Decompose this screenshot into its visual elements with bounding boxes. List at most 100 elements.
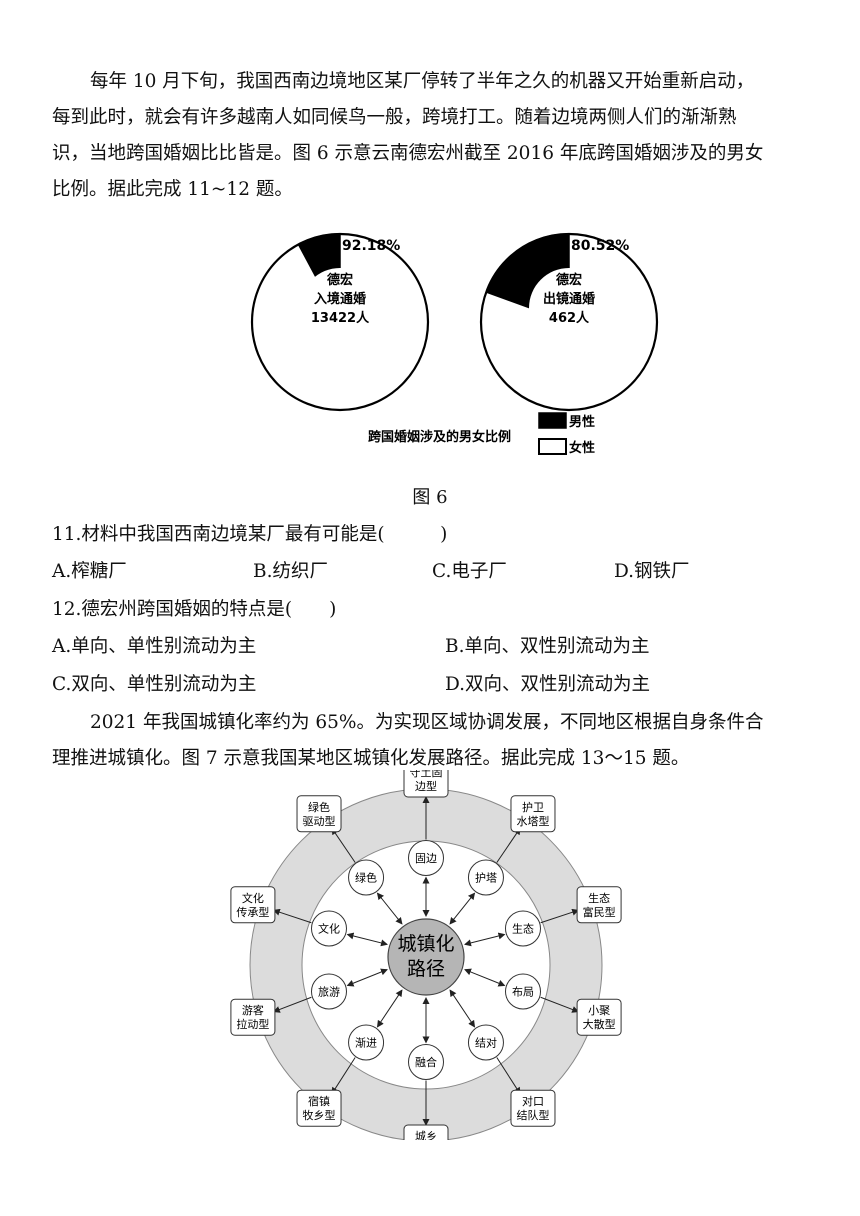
path-node-旅游 — [310, 973, 347, 1010]
q12-option-c: C.双向、单性别流动为主 — [52, 674, 257, 695]
path-node-label: 文化 — [318, 921, 340, 935]
path-node-绿色 — [348, 859, 385, 896]
path-type-box — [230, 998, 276, 1036]
node-box-connector — [540, 908, 580, 924]
q11-option-d: D.钢铁厂 — [614, 561, 690, 582]
path-type-box — [403, 770, 449, 798]
path-type-label: 拉动型 — [236, 1017, 269, 1031]
pie-center-label: 德宏 — [327, 272, 353, 288]
hub-node-connector — [449, 892, 476, 925]
node-box-connector — [331, 1057, 356, 1095]
node-box-connector — [272, 996, 312, 1013]
path-node-文化 — [310, 910, 347, 947]
hub-label-line-1: 城镇化 — [397, 933, 454, 955]
pie-center-label: 入境通婚 — [314, 291, 366, 307]
path-type-label: 宿镇 — [308, 1094, 330, 1108]
intro1-line: 每到此时，就会有许多越南人如同候鸟一般，跨境打工。随着边境两侧人们的渐渐熟 — [52, 107, 737, 128]
question-11-stem: 11.材料中我国西南边境某厂最有可能是( ) — [52, 524, 448, 545]
path-type-box — [510, 795, 556, 833]
hub-node-connector — [376, 892, 403, 925]
hub-node-connector — [449, 989, 476, 1028]
path-node-label: 旅游 — [318, 985, 340, 999]
path-node-label: 融合 — [415, 1055, 437, 1069]
path-type-label: 城乡 — [415, 1130, 437, 1140]
intro2-line: 2021 年我国城镇化率约为 65%。为实现区域协调发展，不同地区根据自身条件合 — [90, 712, 764, 733]
intro2-line: 理推进城镇化。图 7 示意我国某地区城镇化发展路径。据此完成 13～15 题。 — [52, 748, 690, 769]
path-type-box — [576, 886, 622, 924]
path-node-label: 固边 — [415, 852, 437, 865]
q11-option-b: B.纺织厂 — [253, 561, 328, 582]
path-type-box — [510, 1089, 556, 1127]
path-node-label: 绿色 — [355, 870, 377, 884]
path-type-label: 游客 — [242, 1003, 264, 1017]
path-type-label: 结队型 — [516, 1108, 549, 1122]
path-node-渐进 — [348, 1024, 385, 1061]
path-node-label: 护塔 — [475, 870, 497, 884]
pie-center-disc — [300, 268, 380, 348]
path-type-box — [230, 886, 276, 924]
path-type-label: 牧乡型 — [303, 1108, 336, 1122]
path-node-布局 — [505, 973, 542, 1010]
pie-center-label: 出镜通婚 — [543, 291, 595, 307]
path-type-box — [576, 998, 622, 1036]
hub-node-connector — [376, 989, 403, 1028]
path-type-label: 护卫 — [522, 800, 544, 814]
pie-percent-label: 92.18% — [342, 238, 400, 254]
path-node-结对 — [467, 1024, 504, 1061]
path-type-label: 传承型 — [236, 905, 269, 919]
intro1-line: 每年 10 月下旬，我国西南边境地区某厂停转了半年之久的机器又开始重新启动， — [90, 71, 755, 92]
path-node-label: 布局 — [512, 986, 534, 999]
path-type-label: 生态 — [588, 891, 610, 905]
question-12-stem: 12.德宏州跨国婚姻的特点是( ) — [52, 599, 337, 620]
path-type-box — [296, 1089, 342, 1127]
pie-center-label: 462人 — [549, 310, 590, 326]
path-node-生态 — [505, 910, 542, 947]
figure-6-caption: 图 6 — [412, 487, 448, 508]
node-box-connector — [331, 827, 356, 863]
node-box-connector — [272, 908, 312, 924]
intro-paragraph-2: 2021 年我国城镇化率约为 65%。为实现区域协调发展，不同地区根据自身条件合… — [52, 705, 810, 777]
q12-option-b: B.单向、双性别流动为主 — [445, 636, 650, 657]
q11-option-a: A.榨糖厂 — [52, 561, 127, 582]
path-node-label: 渐进 — [355, 1036, 377, 1050]
path-type-label: 对口 — [522, 1094, 544, 1108]
path-type-label: 守土固 — [410, 770, 443, 779]
hub-node-connector — [346, 968, 388, 987]
path-type-label: 文化 — [242, 891, 264, 905]
pie-center-label: 德宏 — [556, 272, 582, 288]
path-type-label: 水塔型 — [516, 814, 549, 828]
path-node-融合 — [408, 1044, 444, 1080]
figure-7-urbanization-diagram: 固边守土固边型护塔护卫水塔型生态生态富民型布局小聚大散型结对对口结队型融合城乡融… — [230, 770, 622, 1140]
q12-option-d: D.双向、双性别流动为主 — [445, 674, 651, 695]
hub-node-connector — [464, 932, 506, 947]
intro1-line: 比例。据此完成 11~12 题。 — [52, 179, 293, 200]
node-box-connector — [496, 1057, 521, 1095]
intro-paragraph-1: 每年 10 月下旬，我国西南边境地区某厂停转了半年之久的机器又开始重新启动， 每… — [52, 64, 810, 208]
legend-label-male: 男性 — [569, 414, 595, 430]
legend-label-female: 女性 — [569, 440, 595, 456]
path-type-label: 绿色 — [308, 800, 330, 814]
legend: 跨国婚姻涉及的男女比例 男性 女性 — [368, 412, 595, 456]
path-type-box — [296, 795, 342, 833]
path-type-label: 驱动型 — [303, 814, 336, 828]
path-type-label: 小聚 — [588, 1004, 610, 1017]
path-node-护塔 — [467, 859, 504, 896]
legend-title: 跨国婚姻涉及的男女比例 — [368, 429, 511, 445]
path-type-label: 边型 — [415, 779, 437, 793]
hub-node-connector — [346, 932, 388, 947]
path-type-label: 富民型 — [583, 905, 616, 919]
q12-option-a: A.单向、单性别流动为主 — [52, 636, 257, 657]
path-node-label: 结对 — [475, 1036, 497, 1050]
pie-percent-label: 80.52% — [571, 238, 629, 254]
path-type-label: 大散型 — [583, 1017, 616, 1031]
path-node-label: 生态 — [512, 921, 534, 935]
legend-swatch-male — [538, 412, 567, 429]
path-node-固边 — [408, 840, 444, 876]
hub-circle — [387, 918, 465, 996]
legend-swatch-female — [538, 438, 567, 455]
pie-center-label: 13422人 — [311, 310, 370, 326]
hub-label-line-2: 路径 — [407, 958, 445, 980]
q11-option-c: C.电子厂 — [432, 561, 507, 582]
